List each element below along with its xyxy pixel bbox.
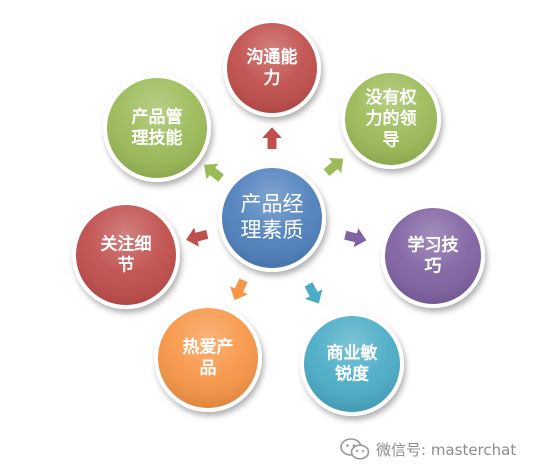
- arrow-to-details: [184, 225, 210, 249]
- arrow-to-product-mgmt: [202, 162, 226, 184]
- node-details-highlight: [76, 205, 176, 305]
- node-leadership-highlight: [345, 73, 437, 165]
- watermark-text: 微信号: masterchat: [376, 440, 517, 459]
- node-leadership-label-line: 力的领: [366, 108, 417, 129]
- node-communication-highlight: [227, 23, 317, 113]
- node-details-label-line: 关注细: [101, 233, 152, 254]
- node-center-label-line: 产品经: [241, 192, 304, 216]
- wechat-icon: [340, 438, 370, 460]
- node-communication-label-line: 沟通能: [247, 46, 298, 67]
- watermark: 微信号: masterchat: [340, 436, 516, 462]
- node-details-label-line: 节: [118, 255, 135, 276]
- node-learning-label-line: 巧: [425, 257, 442, 277]
- node-business-highlight: [304, 316, 400, 412]
- arrow-to-learning: [342, 225, 368, 250]
- node-communication-label-line: 力: [264, 68, 281, 89]
- arrow-to-leadership: [322, 156, 345, 178]
- arrows-layer: [184, 125, 368, 305]
- node-business-label-line: 商业敏: [327, 342, 378, 363]
- node-passion-label-line: 品: [200, 359, 217, 379]
- node-product-mgmt-label-line: 产品管: [132, 106, 183, 127]
- node-center-label-line: 理素质: [241, 218, 304, 242]
- node-business-label-line: 锐度: [335, 364, 370, 385]
- node-passion-highlight: [158, 308, 258, 408]
- node-passion-label-line: 热爱产: [183, 336, 234, 357]
- arrow-to-passion: [228, 277, 251, 302]
- node-product-mgmt-label-line: 理技能: [132, 128, 183, 149]
- node-learning-highlight: [385, 208, 481, 304]
- node-center-highlight: [222, 168, 322, 268]
- node-product-mgmt-highlight: [107, 78, 207, 178]
- arrow-to-business: [302, 280, 324, 305]
- node-leadership-label-line: 没有权: [366, 87, 418, 108]
- node-leadership-label-line: 导: [383, 130, 400, 150]
- node-learning-label-line: 学习技: [408, 234, 460, 255]
- arrow-to-communication: [259, 125, 285, 150]
